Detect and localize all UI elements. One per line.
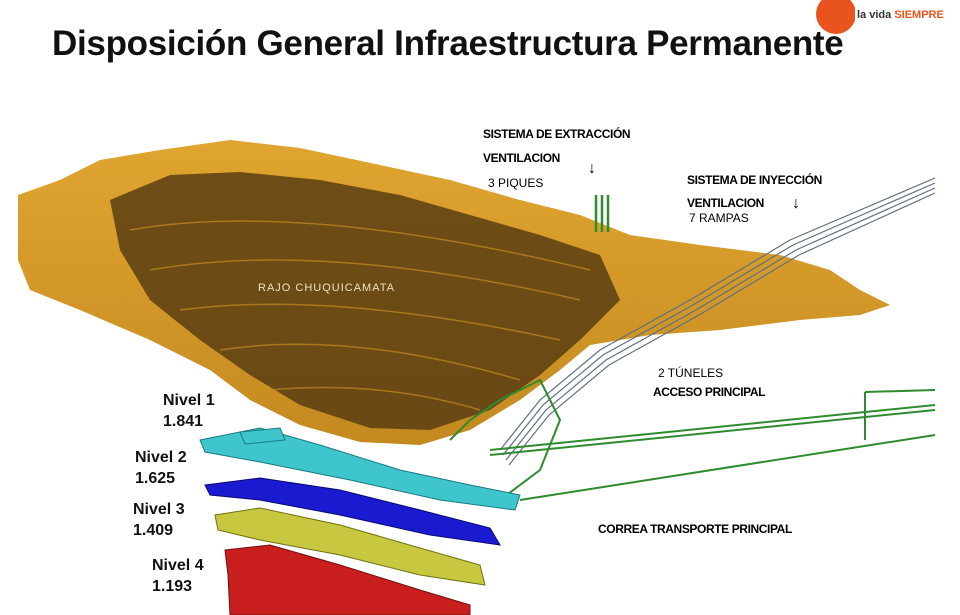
injection-label-2: VENTILACION <box>687 196 764 210</box>
arrow-down-icon: ↓ <box>588 160 596 177</box>
level-red-block <box>224 544 471 615</box>
tunnels-label-2: ACCESO PRINCIPAL <box>653 385 766 399</box>
belt-label: CORREA TRANSPORTE PRINCIPAL <box>598 522 792 536</box>
extraction-label-3: 3 PIQUES <box>488 176 544 190</box>
logo-accent: SIEMPRE <box>894 9 944 21</box>
logo: la vida SIEMPRE <box>812 0 960 40</box>
hand-logo-icon <box>816 0 856 34</box>
injection-label-1: SISTEMA DE INYECCIÓN <box>687 173 822 187</box>
injection-ramps <box>499 177 936 466</box>
page-title: Disposición General Infraestructura Perm… <box>52 24 844 63</box>
pit-shadow <box>110 172 620 430</box>
arrow-down-icon: ↓ <box>792 195 800 212</box>
level-4-block <box>214 507 486 586</box>
logo-prefix: la vida <box>857 9 892 21</box>
level-1-block <box>199 427 521 511</box>
injection-label-3: 7 RAMPAS <box>689 211 749 225</box>
extraction-label-2: VENTILACION <box>483 151 560 165</box>
tunnels-label-1: 2 TÚNELES <box>658 366 724 380</box>
extraction-label-1: SISTEMA DE EXTRACCIÓN <box>483 127 631 141</box>
access-tunnels <box>449 378 936 501</box>
level-3-block <box>204 477 501 546</box>
extraction-shafts <box>594 195 610 232</box>
pit-label: RAJO CHUQUICAMATA <box>258 282 395 294</box>
level-2-block <box>239 427 286 445</box>
